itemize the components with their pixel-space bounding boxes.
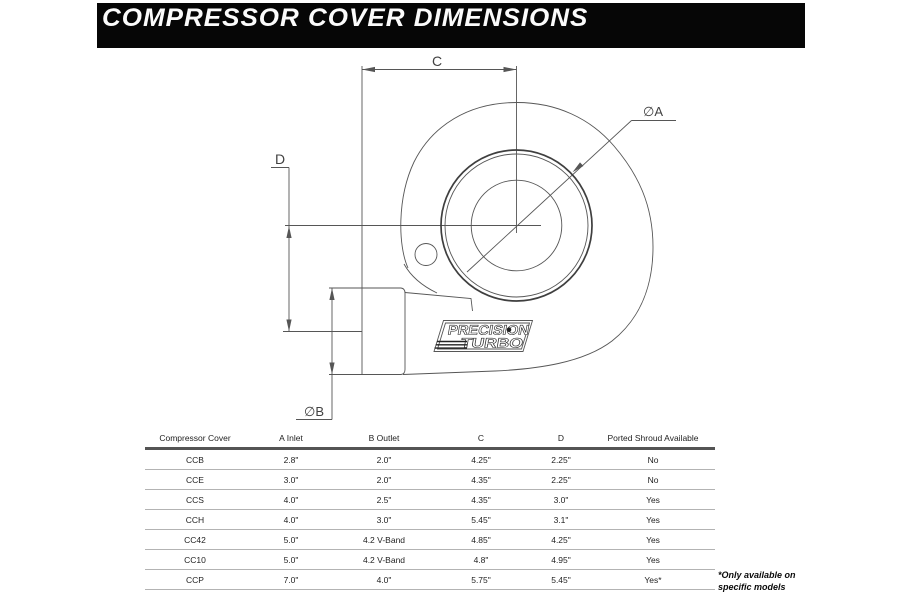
table-row: CCS 4.0" 2.5" 4.35" 3.0" Yes (145, 489, 715, 510)
cell-a-inlet: 2.8" (245, 448, 337, 470)
cell-ported: Yes (591, 509, 715, 530)
dimensions-table: Compressor Cover A Inlet B Outlet C D Po… (145, 429, 715, 590)
bolt-hole (414, 243, 438, 266)
cell-ported: No (591, 469, 715, 490)
col-header-a-inlet: A Inlet (245, 429, 337, 450)
cell-cover: CCB (145, 448, 245, 470)
cell-b-outlet: 2.0" (337, 448, 431, 470)
inlet-flange-ring (440, 149, 593, 302)
col-header-compressor-cover: Compressor Cover (145, 429, 245, 450)
logo-o-dot (506, 327, 512, 333)
cell-cover: CCH (145, 509, 245, 530)
cell-b-outlet: 2.5" (337, 489, 431, 510)
compressor-cover-outline (361, 102, 654, 375)
footnote-line1: *Only available on (718, 570, 796, 580)
cell-a-inlet: 3.0" (245, 469, 337, 490)
cell-c: 4.8" (431, 549, 531, 570)
cell-d: 3.1" (531, 509, 591, 530)
inlet-bore (470, 179, 563, 272)
cell-d: 3.0" (531, 489, 591, 510)
col-header-d: D (531, 429, 591, 450)
dia-b-label: ∅B (304, 404, 324, 419)
logo-line2: TURBO (460, 336, 525, 351)
cell-b-outlet: 4.2 V-Band (337, 549, 431, 570)
cell-d: 2.25" (531, 469, 591, 490)
dia-a-label: ∅A (643, 104, 663, 119)
col-header-b-outlet: B Outlet (337, 429, 431, 450)
table-row: CCE 3.0" 2.0" 4.35" 2.25" No (145, 469, 715, 490)
table-row: CC10 5.0" 4.2 V-Band 4.8" 4.95" Yes (145, 549, 715, 570)
table-row: CCB 2.8" 2.0" 4.25" 2.25" No (145, 448, 715, 470)
table-row: CCP 7.0" 4.0" 5.75" 5.45" Yes* (145, 569, 715, 590)
cell-d: 4.95" (531, 549, 591, 570)
cell-cover: CCP (145, 569, 245, 590)
cell-c: 5.45" (431, 509, 531, 530)
dim-d-label: D (275, 151, 285, 167)
cell-a-inlet: 5.0" (245, 549, 337, 570)
cell-cover: CCS (145, 489, 245, 510)
table-row: CC42 5.0" 4.2 V-Band 4.85" 4.25" Yes (145, 529, 715, 550)
cell-a-inlet: 4.0" (245, 509, 337, 530)
dimension-dia-b: ∅B (296, 287, 364, 420)
cell-ported: Yes (591, 549, 715, 570)
dim-c-label: C (432, 53, 442, 69)
cell-c: 4.85" (431, 529, 531, 550)
cell-c: 4.25" (431, 448, 531, 470)
col-header-ported-shroud: Ported Shroud Available (591, 429, 715, 450)
cell-ported: Yes (591, 529, 715, 550)
cell-c: 4.35" (431, 469, 531, 490)
cell-b-outlet: 4.2 V-Band (337, 529, 431, 550)
cell-c: 4.35" (431, 489, 531, 510)
page-title: COMPRESSOR COVER DIMENSIONS (102, 3, 589, 32)
cell-a-inlet: 4.0" (245, 489, 337, 510)
cell-c: 5.75" (431, 569, 531, 590)
dimension-c: C (361, 53, 517, 288)
cell-a-inlet: 7.0" (245, 569, 337, 590)
logo-line1: PRECISION (447, 323, 531, 338)
cell-ported: Yes (591, 489, 715, 510)
cell-ported: Yes* (591, 569, 715, 590)
cell-b-outlet: 2.0" (337, 469, 431, 490)
footnote: *Only available on specific models (718, 570, 828, 593)
title-banner: COMPRESSOR COVER DIMENSIONS (97, 3, 805, 48)
cell-b-outlet: 3.0" (337, 509, 431, 530)
cell-d: 4.25" (531, 529, 591, 550)
dimension-d: D (271, 151, 541, 332)
cell-d: 5.45" (531, 569, 591, 590)
dimension-dia-a: ∅A (466, 104, 676, 273)
precision-turbo-logo: PRECISION TURBO (433, 320, 534, 352)
cell-d: 2.25" (531, 448, 591, 470)
cell-cover: CC10 (145, 549, 245, 570)
cell-cover: CC42 (145, 529, 245, 550)
col-header-c: C (431, 429, 531, 450)
footnote-line2: specific models (718, 581, 786, 592)
table-row: CCH 4.0" 3.0" 5.45" 3.1" Yes (145, 509, 715, 530)
cell-a-inlet: 5.0" (245, 529, 337, 550)
cell-b-outlet: 4.0" (337, 569, 431, 590)
cell-cover: CCE (145, 469, 245, 490)
table-header-row: Compressor Cover A Inlet B Outlet C D Po… (145, 429, 715, 450)
cell-ported: No (591, 448, 715, 470)
